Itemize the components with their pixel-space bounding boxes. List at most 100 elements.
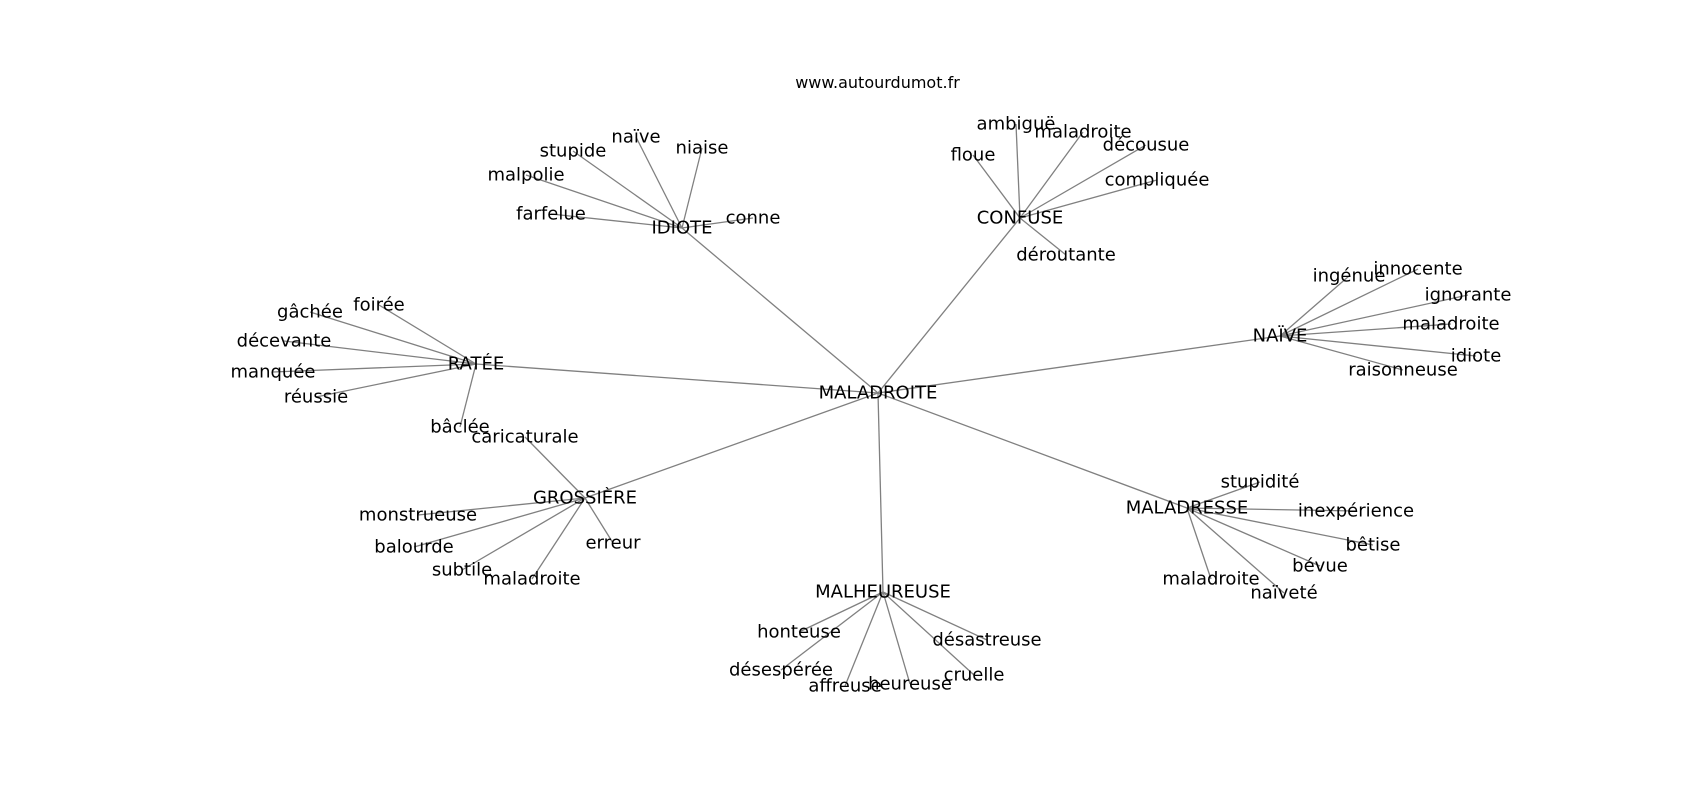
edge-hub-leaf xyxy=(524,436,586,499)
edge-hub-leaf xyxy=(1186,507,1357,512)
edge-hub-leaf xyxy=(882,591,988,641)
leaf-word-label: gâchée xyxy=(277,302,343,323)
leaf-word-label: foirée xyxy=(353,295,405,316)
edge-hub-leaf xyxy=(1019,131,1084,219)
edge-hub-leaf xyxy=(1279,268,1419,337)
edge-hub-leaf xyxy=(525,174,683,229)
leaf-word-label: inexpérience xyxy=(1298,501,1414,522)
edge-hub-leaf xyxy=(1279,323,1452,337)
edge-hub-leaf xyxy=(1279,335,1477,357)
edge-hub-leaf xyxy=(272,363,477,373)
edge-hub-leaf xyxy=(378,304,477,365)
edge-hub-leaf xyxy=(550,213,683,229)
edge-hub-leaf xyxy=(413,497,586,548)
hub-word-label: IDIOTE xyxy=(651,218,712,239)
graph-labels: naïve niaise stupide malpolie farfelue conne I… xyxy=(231,114,1512,697)
edge-hub-leaf xyxy=(1186,507,1285,594)
leaf-word-label: compliquée xyxy=(1105,170,1210,191)
leaf-word-label: stupidité xyxy=(1221,472,1300,493)
edge-center-hub xyxy=(877,335,1281,394)
leaf-word-label: cruelle xyxy=(944,665,1005,686)
hub-word-label: GROSSIÈRE xyxy=(533,487,637,509)
edge-hub-leaf xyxy=(283,340,477,365)
leaf-word-label: niaise xyxy=(676,138,729,159)
site-url: www.autourdumot.fr xyxy=(795,73,960,92)
leaf-word-label: décevante xyxy=(237,331,332,352)
leaf-word-label: manquée xyxy=(231,362,316,383)
edge-hub-leaf xyxy=(882,591,911,685)
leaf-word-label: balourde xyxy=(374,537,453,558)
hub-word-label: CONFUSE xyxy=(977,208,1064,229)
leaf-word-label: bêtise xyxy=(1345,535,1400,556)
leaf-word-label: stupide xyxy=(540,141,607,162)
leaf-word-label: maladroite xyxy=(1162,569,1259,590)
edge-hub-leaf xyxy=(780,591,884,671)
leaf-word-label: subtile xyxy=(432,560,492,581)
edge-hub-leaf xyxy=(417,497,586,516)
edge-hub-leaf xyxy=(315,363,477,398)
leaf-word-label: malpolie xyxy=(487,165,564,186)
edge-hub-leaf xyxy=(1186,507,1321,567)
leaf-word-label: naïve xyxy=(611,127,660,148)
leaf-word-label: bâclée xyxy=(430,417,490,438)
edge-hub-leaf xyxy=(635,136,683,229)
hub-word-label: NAÏVE xyxy=(1253,326,1308,347)
leaf-word-label: désespérée xyxy=(729,660,833,681)
leaf-word-label: conne xyxy=(726,208,781,229)
hub-word-label: RATÉE xyxy=(448,353,504,375)
leaf-word-label: maladroite xyxy=(1402,314,1499,335)
leaf-word-label: naïveté xyxy=(1250,583,1317,604)
edge-hub-leaf xyxy=(972,154,1021,219)
edge-center-hub xyxy=(681,227,879,394)
leaf-word-label: maladroite xyxy=(1034,122,1131,143)
edge-hub-leaf xyxy=(1186,481,1261,509)
edge-hub-leaf xyxy=(1019,179,1158,219)
edge-hub-leaf xyxy=(1279,335,1404,371)
edge-hub-leaf xyxy=(1279,275,1350,337)
edge-hub-leaf xyxy=(459,363,477,428)
edge-hub-leaf xyxy=(882,591,975,676)
edge-hub-leaf xyxy=(798,591,884,633)
edge-hub-leaf xyxy=(1019,217,1067,256)
leaf-word-label: bévue xyxy=(1292,556,1348,577)
leaf-word-label: heureuse xyxy=(868,674,952,695)
edge-hub-leaf xyxy=(844,591,884,687)
edge-hub-leaf xyxy=(1015,123,1021,219)
edge-hub-leaf xyxy=(572,150,683,229)
leaf-word-label: maladroite xyxy=(483,569,580,590)
edge-hub-leaf xyxy=(461,497,586,571)
edge-hub-leaf xyxy=(309,311,477,365)
graph-edges xyxy=(272,123,1477,687)
hub-word-label: MALADRESSE xyxy=(1126,498,1249,519)
leaf-word-label: farfelue xyxy=(516,204,586,225)
edge-hub-leaf xyxy=(681,217,754,229)
leaf-word-label: caricaturale xyxy=(471,427,578,448)
edge-hub-leaf xyxy=(1186,507,1374,546)
leaf-word-label: innocente xyxy=(1373,259,1462,280)
leaf-word-label: idiote xyxy=(1451,346,1502,367)
edge-hub-leaf xyxy=(1019,144,1147,219)
edge-center-hub xyxy=(877,392,884,593)
leaf-word-label: affreuse xyxy=(808,676,881,697)
leaf-word-label: ingénue xyxy=(1313,266,1386,287)
edge-center-hub xyxy=(584,392,879,499)
edge-hub-leaf xyxy=(584,497,614,544)
edge-center-hub xyxy=(877,392,1188,509)
center-word-label: MALADROITE xyxy=(819,383,938,404)
edge-center-hub xyxy=(877,217,1021,394)
leaf-word-label: raisonneuse xyxy=(1348,360,1458,381)
leaf-word-label: floue xyxy=(951,145,996,166)
edge-hub-leaf xyxy=(681,147,703,229)
leaf-word-label: erreur xyxy=(585,533,641,554)
leaf-word-label: honteuse xyxy=(757,622,841,643)
leaf-word-label: décousue xyxy=(1103,135,1190,156)
leaf-word-label: déroutante xyxy=(1016,245,1116,266)
edge-hub-leaf xyxy=(1186,507,1212,580)
edge-hub-leaf xyxy=(1279,294,1469,337)
edge-center-hub xyxy=(475,363,879,394)
hub-word-label: MALHEUREUSE xyxy=(815,582,951,603)
leaf-word-label: monstrueuse xyxy=(359,505,477,526)
leaf-word-label: désastreuse xyxy=(932,630,1041,651)
leaf-word-label: réussie xyxy=(284,387,348,408)
